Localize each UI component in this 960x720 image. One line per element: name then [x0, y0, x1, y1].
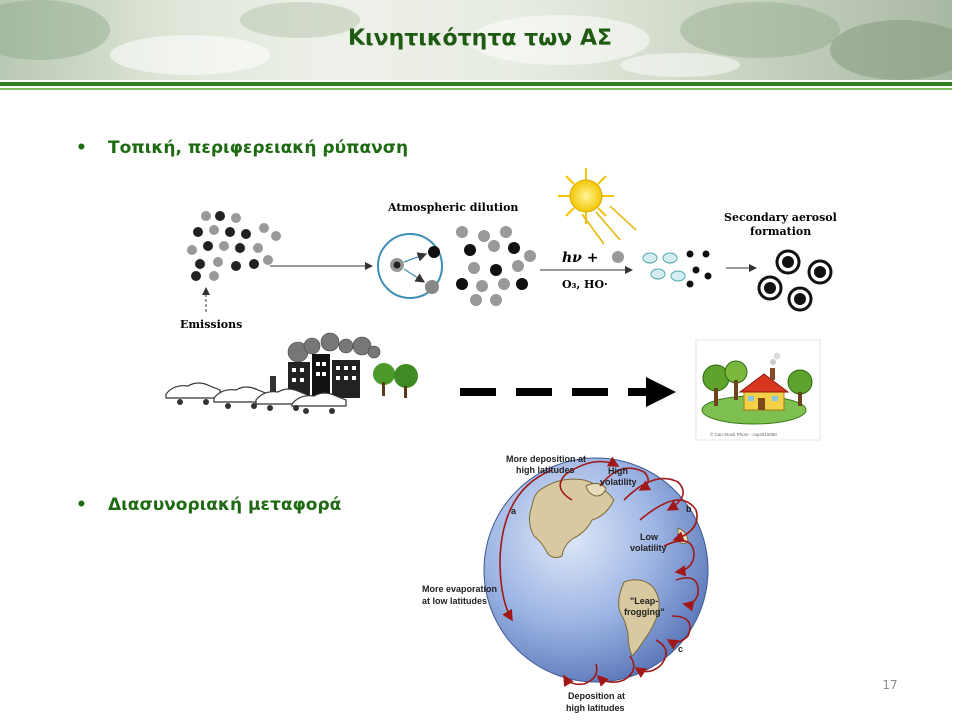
sun-rays	[581, 205, 637, 245]
deposition-label-2: high latitudes	[566, 703, 625, 713]
bullet-local-pollution: • Τοπική, περιφερειακή ρύπανση	[76, 138, 408, 158]
banner-texture	[0, 0, 952, 80]
bullet-text: Τοπική, περιφερειακή ρύπανση	[108, 138, 409, 158]
bullet-transboundary-transport: • Διασυνοριακή μεταφορά	[76, 495, 341, 515]
formation-label: formation	[750, 225, 811, 238]
globe-icon	[483, 457, 709, 683]
deposition-label-1: Deposition at	[568, 691, 625, 701]
high-volatility-label-1: High	[608, 466, 628, 476]
condensing-particles	[642, 250, 712, 288]
path-label-c: c	[678, 644, 683, 654]
emissions-label: Emissions	[180, 318, 242, 331]
gas-molecule	[612, 251, 624, 263]
path-label-a: a	[511, 506, 517, 516]
bullet-marker: •	[76, 495, 87, 515]
more-evaporation-label-2: at low latitudes	[422, 596, 487, 606]
secondary-aerosol-label: Secondary aerosol	[724, 211, 837, 224]
leapfrogging-label-1: "Leap-	[630, 596, 658, 606]
leapfrogging-label-2: frogging"	[624, 607, 665, 617]
sun-icon	[558, 168, 614, 224]
low-volatility-label-2: volatility	[630, 543, 667, 553]
header-banner: Κινητικότητα των ΑΣ	[0, 0, 952, 80]
atmospheric-dilution-label: Atmospheric dilution	[387, 201, 518, 214]
page-number: 17	[882, 678, 898, 692]
diluted-particles	[456, 226, 536, 306]
factory-and-traffic	[165, 332, 418, 414]
path-label-b: b	[686, 504, 692, 514]
more-deposition-label-2: high latitudes	[516, 465, 575, 475]
emission-particles	[187, 211, 281, 281]
more-evaporation-label-1: More evaporation	[422, 584, 497, 594]
rural-house-scene: © Can Stock Photo - csp4016080	[695, 339, 821, 441]
header-rule	[0, 82, 952, 86]
bullet-text: Διασυνοριακή μεταφορά	[108, 495, 342, 515]
bullet-marker: •	[76, 138, 87, 158]
transport-arrows	[499, 456, 699, 688]
dilution-circle	[377, 233, 443, 299]
secondary-aerosol-particles	[757, 249, 833, 312]
low-volatility-label-1: Low	[640, 532, 659, 542]
more-deposition-label-1: More deposition at	[506, 454, 586, 464]
hv-label: hν +	[562, 250, 599, 266]
oxidants-label: O₃, HO·	[562, 278, 608, 291]
copyright-label: © Can Stock Photo - csp4016080	[710, 431, 777, 437]
high-volatility-label-2: volatility	[600, 477, 637, 487]
dashed-transport-arrow	[460, 377, 676, 407]
slide-title: Κινητικότητα των ΑΣ	[348, 26, 612, 51]
header-rule-accent	[0, 88, 952, 90]
